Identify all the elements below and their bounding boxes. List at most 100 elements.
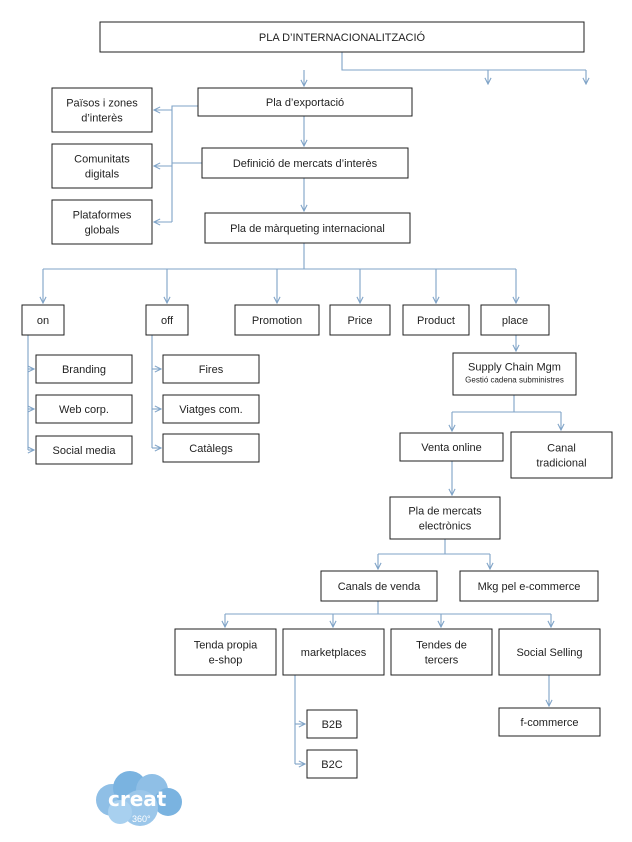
node-socialselling: Social Selling — [498, 628, 601, 676]
node-box — [145, 304, 189, 336]
node-label: globals — [85, 225, 120, 237]
node-fires: Fires — [162, 354, 260, 384]
node-mkg: Mkg pel e-commerce — [459, 570, 599, 602]
node-export: Pla d’exportació — [197, 87, 413, 117]
node-countries: Països i zones d’interès — [51, 87, 153, 133]
node-place: place — [480, 304, 550, 336]
node-box — [306, 749, 358, 779]
node-tendes: Tendes de tercers — [390, 628, 493, 676]
node-root: PLA D’INTERNACIONALITZACIÓ — [99, 21, 585, 53]
connector-line — [43, 243, 305, 270]
node-box — [162, 433, 260, 463]
node-label: Mkg pel e-commerce — [478, 581, 581, 593]
node-label: Social media — [53, 445, 117, 457]
node-box — [282, 628, 385, 676]
node-fcommerce: f-commerce — [498, 707, 601, 737]
node-box — [35, 394, 133, 424]
logo-subtext: 360° — [132, 814, 151, 824]
node-box — [510, 431, 613, 479]
node-label: tercers — [425, 655, 459, 667]
nodes: PLA D’INTERNACIONALITZACIÓ Pla d’exportac… — [21, 21, 613, 779]
node-label: Canals de venda — [338, 581, 421, 593]
node-label: on — [37, 315, 49, 327]
node-label: Promotion — [252, 315, 302, 327]
connector-line — [444, 539, 490, 555]
node-box — [51, 87, 153, 133]
node-markets: Definició de mercats d’interès — [201, 147, 409, 179]
node-label: marketplaces — [301, 647, 367, 659]
node-box — [197, 87, 413, 117]
node-box — [35, 435, 133, 465]
node-label: Pla de mercats — [408, 506, 482, 518]
node-box — [329, 304, 391, 336]
logo-cloud-icon — [96, 771, 182, 826]
node-label: f-commerce — [520, 717, 578, 729]
node-marketplaces: marketplaces — [282, 628, 385, 676]
node-label: Tendes de — [416, 640, 467, 652]
logo-text: creat — [108, 787, 167, 811]
node-box — [306, 709, 358, 739]
node-promotion: Promotion — [234, 304, 320, 336]
node-box — [498, 707, 601, 737]
node-label: PLA D’INTERNACIONALITZACIÓ — [259, 31, 426, 44]
node-label: Gestió cadena subministres — [465, 376, 564, 385]
node-label: Pla d’exportació — [266, 97, 344, 109]
node-marketing: Pla de màrqueting internacional — [204, 212, 411, 244]
node-label: place — [502, 315, 528, 327]
node-label: e-shop — [209, 655, 243, 667]
node-label: Product — [417, 315, 455, 327]
node-platforms: Plataformes globals — [51, 199, 153, 245]
node-label: tradicional — [536, 458, 586, 470]
node-product: Product — [402, 304, 470, 336]
node-label: Web corp. — [59, 404, 109, 416]
connector-line — [377, 601, 551, 615]
connectors — [27, 52, 586, 764]
node-label: off — [161, 315, 174, 327]
node-off: off — [145, 304, 189, 336]
node-b2c: B2C — [306, 749, 358, 779]
node-label: B2B — [322, 719, 343, 731]
node-box — [320, 570, 438, 602]
node-on: on — [21, 304, 65, 336]
node-box — [399, 432, 504, 462]
node-label: Plataformes — [73, 210, 132, 222]
node-label: Catàlegs — [189, 443, 233, 455]
node-label: Venta online — [421, 442, 482, 454]
node-label: Canal — [547, 443, 576, 455]
node-label: Branding — [62, 364, 106, 376]
node-label: Price — [347, 315, 372, 327]
connector-line — [341, 52, 586, 71]
node-b2b: B2B — [306, 709, 358, 739]
node-box — [21, 304, 65, 336]
node-branding: Branding — [35, 354, 133, 384]
node-label: Fires — [199, 364, 224, 376]
node-label: Pla de màrqueting internacional — [230, 223, 385, 235]
node-price: Price — [329, 304, 391, 336]
node-box — [480, 304, 550, 336]
node-label: Supply Chain Mgm — [468, 362, 561, 374]
node-electronic: Pla de mercats electrònics — [389, 496, 501, 540]
node-box — [452, 352, 577, 396]
connector-line — [513, 395, 561, 413]
node-label: electrònics — [419, 521, 472, 533]
node-box — [162, 394, 260, 424]
node-box — [390, 628, 493, 676]
node-label: Definició de mercats d’interès — [233, 158, 378, 170]
node-label: Viatges com. — [179, 404, 242, 416]
node-webcorp: Web corp. — [35, 394, 133, 424]
connector-line — [171, 105, 198, 222]
node-label: B2C — [321, 759, 342, 771]
node-label: d’interès — [81, 113, 123, 125]
node-box — [498, 628, 601, 676]
creat-360-logo: creat 360° — [96, 771, 182, 826]
node-socialmedia: Social media — [35, 435, 133, 465]
node-box — [99, 21, 585, 53]
node-label: Social Selling — [516, 647, 582, 659]
node-box — [402, 304, 470, 336]
node-box — [459, 570, 599, 602]
node-label: Països i zones — [66, 98, 138, 110]
node-box — [162, 354, 260, 384]
